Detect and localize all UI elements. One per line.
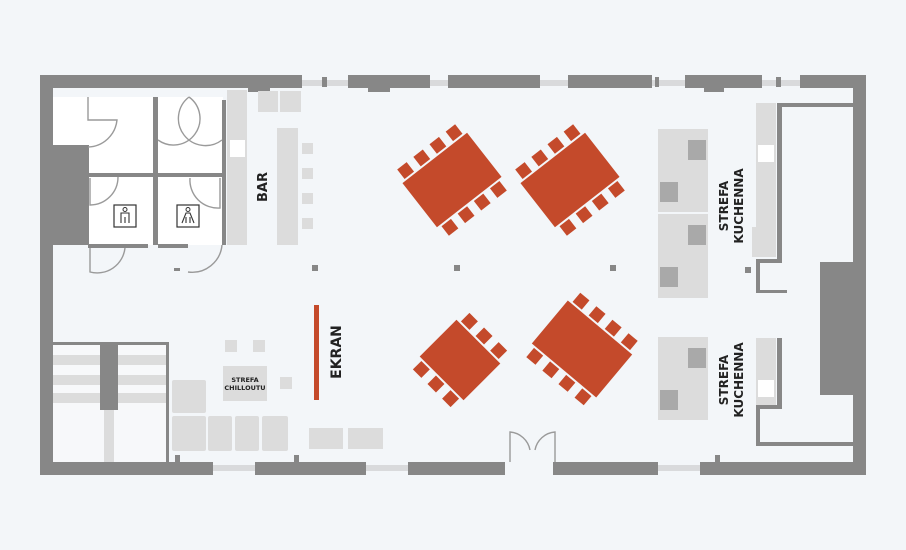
kitchen-1-label-line2: KUCHENNA [732,168,746,244]
chair [607,181,625,198]
entrance-door [509,431,556,462]
chair [559,218,577,236]
chair [604,319,622,337]
chair [457,206,475,224]
tables [397,124,638,408]
screen-label: EKRAN [329,325,345,379]
restrooms [53,96,226,274]
chair [397,162,415,179]
table-bottom-right [526,292,638,406]
chillout-label-line2: CHILLOUTU [224,384,265,392]
kitchen-2-label-line1: STREFA [717,354,731,405]
chair [558,374,576,392]
male-restroom-icon [113,204,137,228]
bar-area: BAR [227,90,313,245]
chair [588,306,606,324]
bar-label: BAR [256,172,271,202]
chair [591,193,609,211]
chillout-label-line1: STREFA [231,376,258,384]
chair [429,136,447,154]
chair [489,181,507,198]
chair [575,206,593,224]
chair [531,149,549,167]
chair [542,361,560,379]
chair [574,388,592,406]
chair [620,333,638,351]
chair [515,162,533,179]
outer-walls [40,75,866,475]
screen: EKRAN [314,305,345,400]
chillout-area: STREFA CHILLOUTU [172,340,383,451]
table-top [419,319,501,401]
kitchen-zone-1: STREFA KUCHENNA [658,103,853,298]
chair [413,149,431,167]
kitchen-zone-2: STREFA KUCHENNA [658,337,853,446]
chair [547,136,565,154]
table-top [531,300,633,398]
chair [473,193,491,211]
chair [441,218,459,236]
chair [572,292,590,310]
chair [563,124,581,142]
table-top [402,132,502,228]
chair [445,124,463,142]
table-top [520,132,620,228]
female-restroom-icon [176,204,200,228]
table-top-right [515,124,625,236]
table-top-left [397,124,507,236]
kitchen-1-label-line1: STREFA [717,180,731,231]
chair [526,347,544,365]
kitchen-2-label-line2: KUCHENNA [732,342,746,418]
stairs [53,342,169,462]
